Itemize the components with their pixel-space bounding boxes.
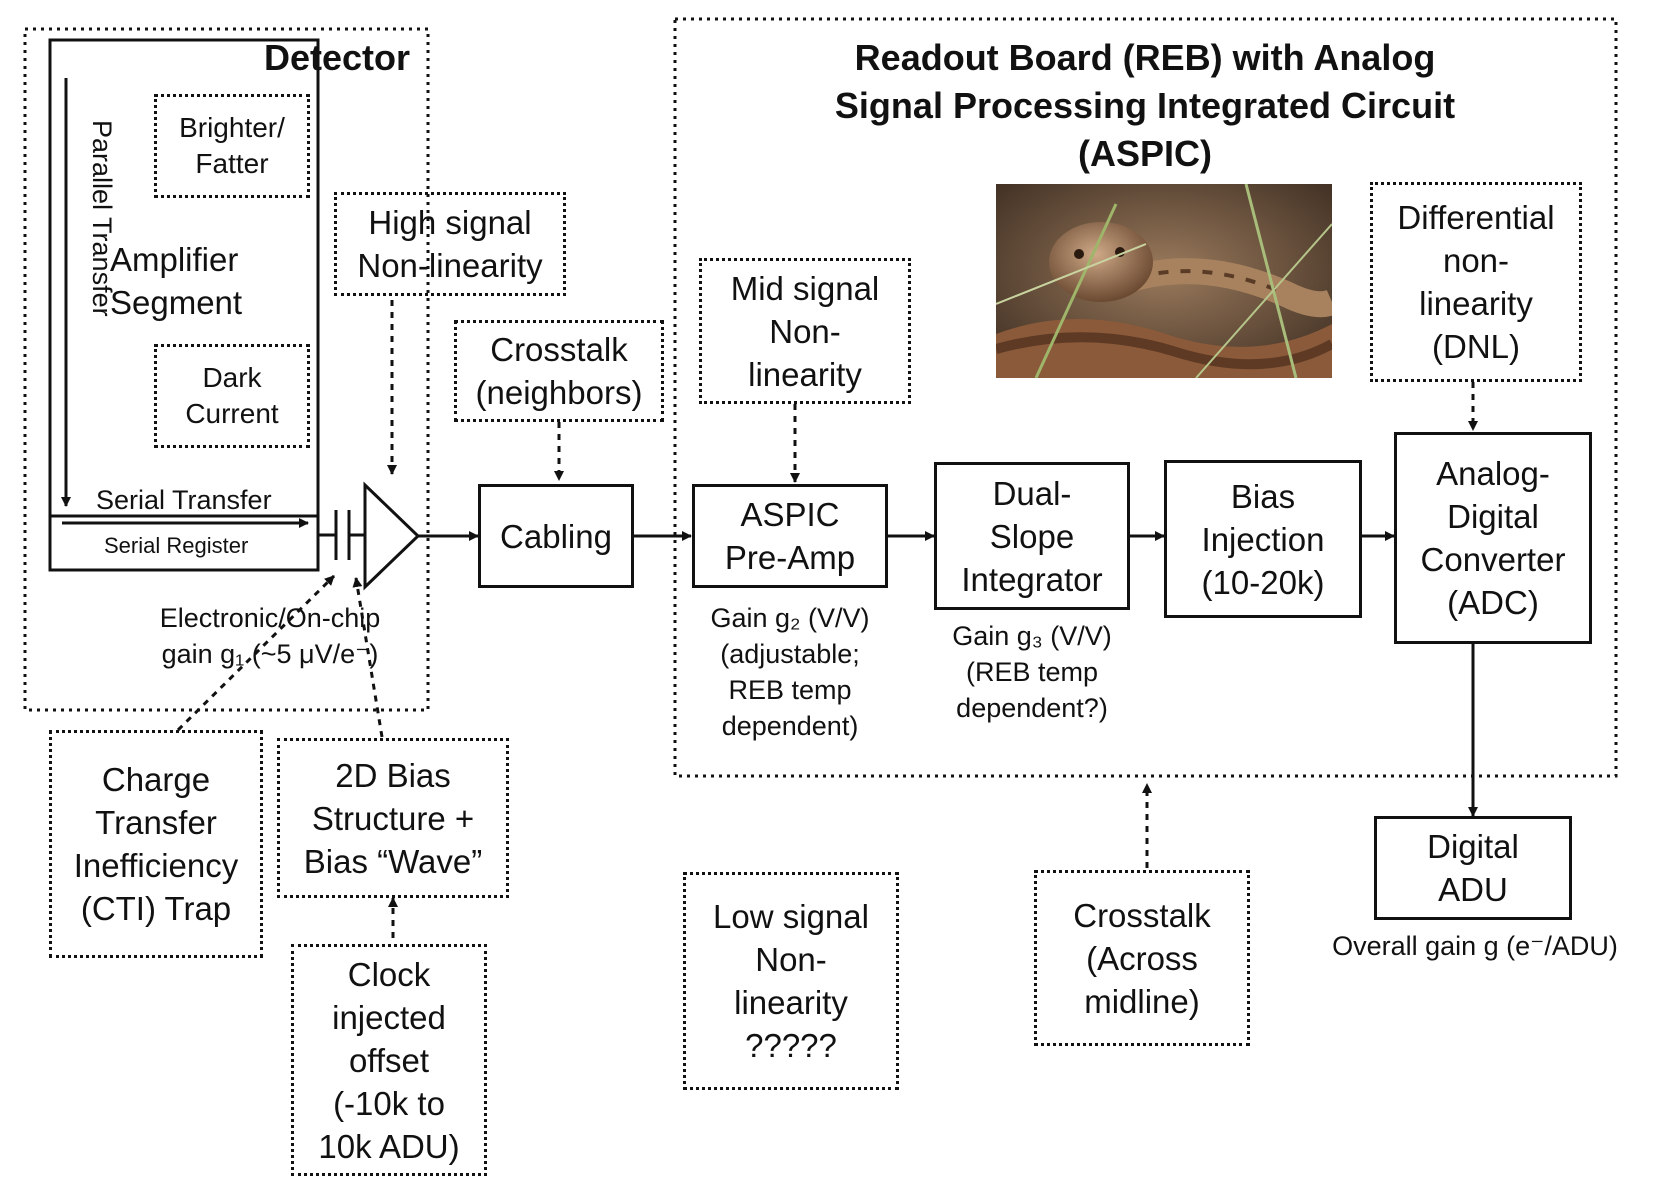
brighter-fatter-box: Brighter/Fatter [154,94,310,198]
serial-transfer-label: Serial Transfer [96,485,272,515]
rattlesnake-photo [996,184,1332,378]
reb-region [673,17,1618,778]
cabling-box: Cabling [478,484,634,588]
crosstalk-neighbors-box: Crosstalk(neighbors) [454,320,664,422]
amplifier-segment-box [48,38,320,572]
detector-region [23,27,430,712]
serial-register-label: Serial Register [104,533,249,558]
effect-arrow [176,574,336,732]
effect-arrow [352,577,384,738]
overall-gain-note: Overall gain g (e⁻/ADU) [1332,931,1618,961]
amplifier-triangle [363,481,421,591]
detector-title: Detector [263,37,411,78]
